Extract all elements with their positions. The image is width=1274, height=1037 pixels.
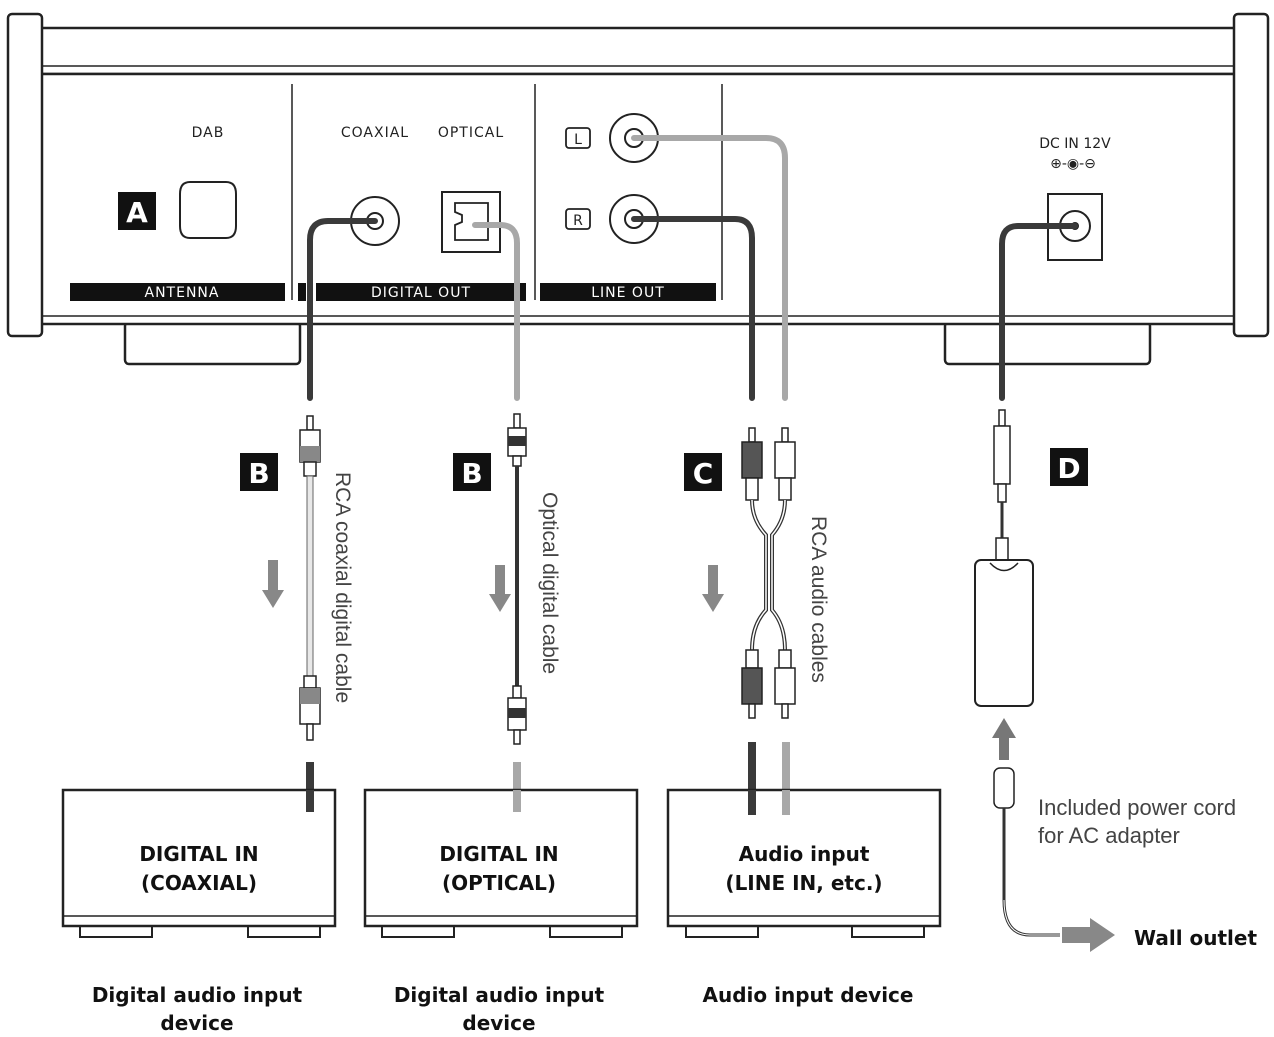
device-audio-line2: (LINE IN, etc.) (725, 871, 882, 895)
dab-antenna-jack (179, 181, 237, 239)
rca-audio-cables (741, 427, 796, 815)
cable-runs (307, 135, 1078, 401)
optical-label: OPTICAL (438, 125, 504, 141)
device-coaxial-line1: DIGITAL IN (139, 842, 258, 866)
ac-adapter (974, 409, 1115, 952)
right-channel-label: R (573, 213, 583, 229)
svg-text:D: D (1057, 452, 1080, 485)
badge-d (1050, 448, 1088, 486)
top-rail (38, 26, 1238, 76)
down-arrow-icon (489, 565, 511, 612)
rear-panel: ANTENNA DIGITAL OUT LINE OUT DAB A COAXI… (6, 12, 1270, 366)
power-cord-note-line2: for AC adapter (1038, 823, 1180, 848)
dc-polarity-symbol: ⊕-◉-⊖ (1050, 156, 1096, 172)
up-arrow-icon (992, 718, 1016, 760)
down-arrow-icon (702, 565, 724, 612)
right-side-cap (1232, 12, 1270, 338)
dab-label: DAB (192, 125, 225, 141)
svg-text:B: B (461, 457, 482, 490)
caption-device-1-line1: Digital audio input (92, 983, 303, 1007)
rca-cable-label: RCA audio cables (807, 516, 830, 683)
badge-a (118, 192, 156, 230)
device-audio-line1: Audio input (739, 842, 870, 866)
badge-c (684, 453, 722, 491)
down-arrow-icon (262, 560, 284, 608)
svg-text:A: A (126, 196, 148, 229)
section-label-digital-out: DIGITAL OUT (371, 285, 471, 301)
coaxial-label: COAXIAL (341, 125, 409, 141)
caption-device-2-line1: Digital audio input (394, 983, 605, 1007)
wall-outlet-label: Wall outlet (1134, 926, 1257, 950)
device-optical-line2: (OPTICAL) (442, 871, 556, 895)
left-foot (123, 320, 302, 366)
coaxial-cable (299, 415, 321, 812)
left-channel-label: L (574, 132, 582, 148)
power-cord-note-line1: Included power cord (1038, 795, 1236, 820)
ac-adapter-body (974, 559, 1034, 707)
optical-cable (507, 413, 527, 812)
badge-b-coaxial (240, 453, 278, 491)
section-label-antenna: ANTENNA (145, 285, 220, 301)
svg-text:B: B (248, 457, 269, 490)
badge-b-optical (453, 453, 491, 491)
coaxial-cable-label: RCA coaxial digital cable (331, 472, 354, 703)
dc-in-label: DC IN 12V (1039, 136, 1111, 152)
left-side-cap (6, 12, 44, 338)
device-audio: Audio input (LINE IN, etc.) (666, 788, 942, 938)
caption-device-3-line1: Audio input device (703, 983, 914, 1007)
caption-device-2-line2: device (462, 1011, 535, 1035)
device-optical: DIGITAL IN (OPTICAL) (363, 788, 639, 938)
device-coaxial: DIGITAL IN (COAXIAL) (61, 788, 337, 938)
device-optical-line1: DIGITAL IN (439, 842, 558, 866)
right-arrow-icon (1062, 918, 1115, 952)
section-label-line-out: LINE OUT (591, 285, 665, 301)
right-foot (943, 320, 1152, 366)
device-coaxial-line2: (COAXIAL) (141, 871, 257, 895)
optical-cable-label: Optical digital cable (538, 492, 561, 674)
svg-text:C: C (693, 457, 714, 490)
caption-device-1-line2: device (160, 1011, 233, 1035)
